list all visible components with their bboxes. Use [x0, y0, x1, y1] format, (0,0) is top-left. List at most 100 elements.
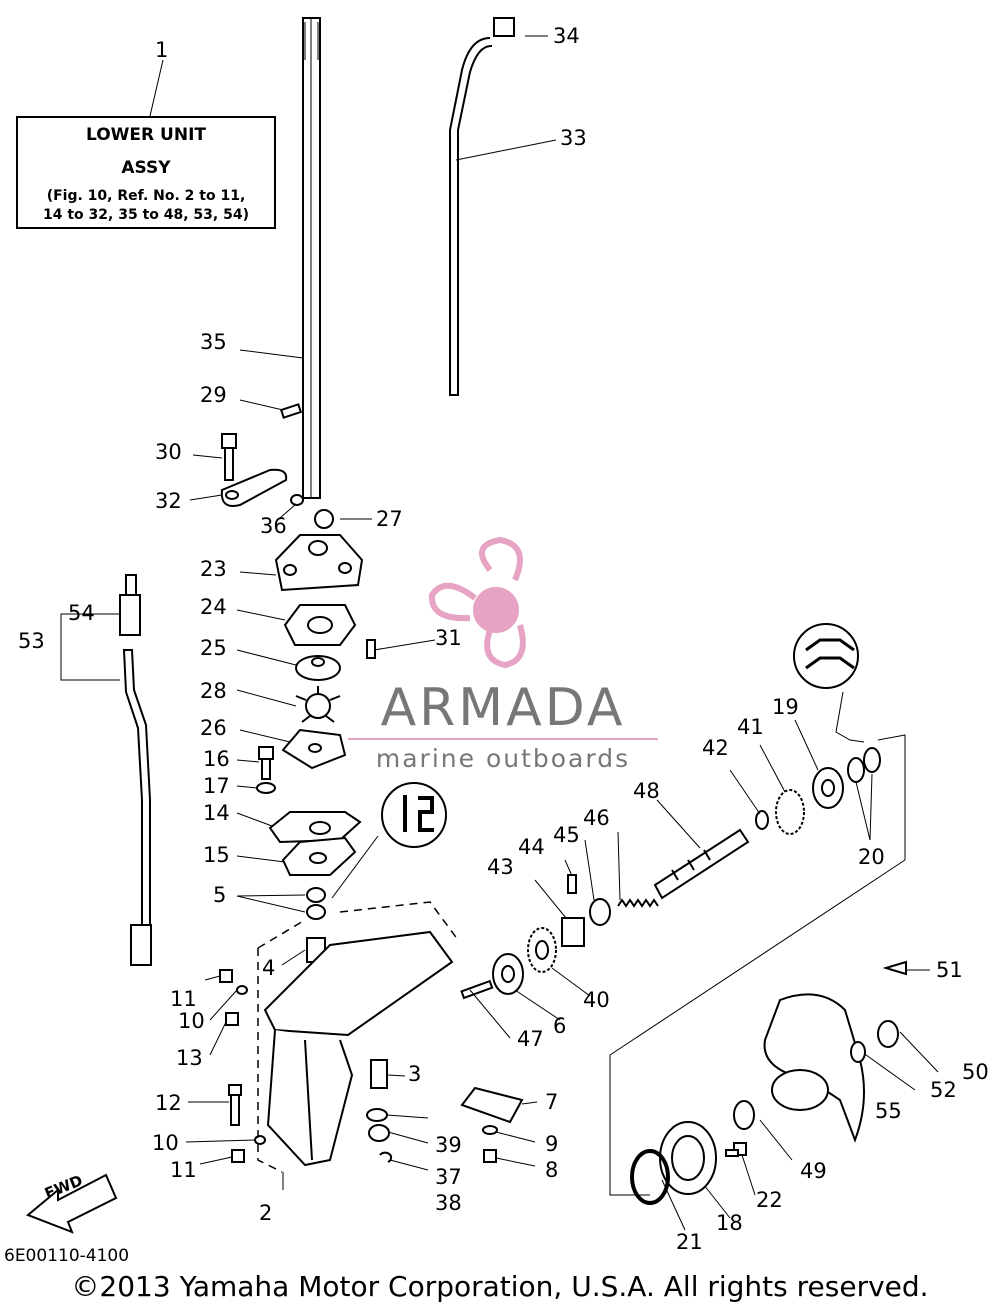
part-label[interactable]: 17	[203, 774, 230, 798]
part-label[interactable]: 24	[200, 595, 227, 619]
pump-case-part-23	[274, 534, 364, 592]
part-label[interactable]: 31	[435, 626, 462, 650]
bolt-part-11	[219, 969, 233, 983]
part-label[interactable]: 21	[676, 1230, 703, 1254]
anode-part-3	[370, 1059, 388, 1089]
pin-part-29	[279, 403, 303, 419]
bearing-part-19	[812, 767, 844, 809]
part-label[interactable]: 27	[376, 507, 403, 531]
snap-ring-part-21	[630, 1149, 670, 1205]
oil-seal-part-5	[306, 887, 326, 903]
pin-part-47	[460, 979, 494, 1000]
part-label[interactable]: 11	[170, 987, 197, 1011]
part-label[interactable]: 39	[435, 1133, 462, 1157]
part-label[interactable]: 54	[68, 601, 95, 625]
part-label[interactable]: 32	[155, 489, 182, 513]
part-label[interactable]: 4	[262, 956, 276, 980]
part-label[interactable]: 49	[800, 1159, 827, 1183]
part-label[interactable]: 44	[518, 835, 545, 859]
part-label[interactable]: 15	[203, 843, 230, 867]
bearing-part-20	[847, 757, 865, 783]
watermark-rule	[348, 738, 658, 740]
part-label[interactable]: 10	[152, 1131, 179, 1155]
part-label[interactable]: 23	[200, 557, 227, 581]
lower-case-part-2	[263, 930, 454, 1167]
part-label[interactable]: 53	[18, 629, 45, 653]
part-label[interactable]: 47	[517, 1027, 544, 1051]
o-ring-part-36	[290, 494, 304, 506]
bearing-part-6	[492, 953, 524, 995]
part-label[interactable]: 43	[487, 855, 514, 879]
part-label[interactable]: 14	[203, 801, 230, 825]
gear-part-40	[527, 927, 557, 973]
part-label[interactable]: 8	[545, 1158, 559, 1182]
part-label[interactable]: 38	[435, 1191, 462, 1215]
washer-part-42	[755, 810, 769, 830]
armada-logo	[428, 536, 526, 669]
part-label[interactable]: 46	[583, 806, 610, 830]
bolt-part-16	[258, 746, 274, 780]
washer-part-52	[850, 1041, 866, 1063]
plate-part-26	[281, 728, 347, 770]
watermark-tagline: marine outboards	[375, 744, 631, 773]
assembly-ref-line2: 14 to 32, 35 to 48, 53, 54)	[43, 207, 249, 223]
part-label[interactable]: 51	[936, 958, 963, 982]
part-label[interactable]: 34	[553, 24, 580, 48]
nut-part-50	[877, 1020, 899, 1048]
bolt-part-22	[725, 1142, 747, 1157]
impeller-part-28	[295, 686, 341, 723]
part-label[interactable]: 30	[155, 440, 182, 464]
pin-part-31	[366, 639, 376, 659]
trim-plate-part-7	[460, 1086, 524, 1124]
part-label[interactable]: 5	[213, 883, 227, 907]
part-label[interactable]: 42	[702, 736, 729, 760]
part-label[interactable]: 6	[553, 1014, 567, 1038]
part-label[interactable]: 25	[200, 636, 227, 660]
part-label[interactable]: 26	[200, 716, 227, 740]
part-label[interactable]: 40	[583, 988, 610, 1012]
watermark: ARMADA marine outboards	[348, 680, 658, 774]
part-label[interactable]: 18	[716, 1211, 743, 1235]
bolt-part-12	[228, 1084, 242, 1126]
grommet-part-34	[493, 17, 515, 37]
part-label[interactable]: 7	[545, 1090, 559, 1114]
part-label[interactable]: 48	[633, 779, 660, 803]
part-label[interactable]: 11	[170, 1158, 197, 1182]
part-label[interactable]: 12	[155, 1091, 182, 1115]
gear-part-41	[775, 789, 805, 835]
gasket-part-24	[283, 604, 357, 646]
part-label[interactable]: 22	[756, 1188, 783, 1212]
part-label[interactable]: 28	[200, 679, 227, 703]
assembly-subtitle: ASSY	[121, 158, 171, 178]
washer-part-17	[256, 782, 276, 794]
part-label[interactable]: 36	[260, 514, 287, 538]
detail-callout-seal	[381, 782, 447, 848]
part-label[interactable]: 10	[178, 1009, 205, 1033]
spring-part-46	[617, 898, 659, 908]
part-label[interactable]: 3	[408, 1062, 422, 1086]
part-label[interactable]: 50	[962, 1060, 989, 1084]
part-label[interactable]: 41	[737, 715, 764, 739]
watermark-brand: ARMADA	[380, 678, 626, 738]
part-label[interactable]: 29	[200, 383, 227, 407]
part-label[interactable]: 16	[203, 747, 230, 771]
lower-unit-assembly-box: LOWER UNIT ASSY (Fig. 10, Ref. No. 2 to …	[16, 116, 276, 229]
part-label[interactable]: 2	[259, 1201, 273, 1225]
assembly-ref-line1: (Fig. 10, Ref. No. 2 to 11,	[46, 188, 246, 204]
part-label[interactable]: 20	[858, 845, 885, 869]
part-label[interactable]: 55	[875, 1099, 902, 1123]
bolt-part-30	[221, 433, 237, 481]
ring-part-45	[589, 898, 611, 926]
assembly-title: LOWER UNIT	[85, 125, 206, 145]
part-label[interactable]: 37	[435, 1165, 462, 1189]
part-label[interactable]: 45	[553, 823, 580, 847]
part-label[interactable]: 35	[200, 330, 227, 354]
part-label[interactable]: 52	[930, 1078, 957, 1102]
collar-part-27	[314, 509, 334, 529]
part-label[interactable]: 33	[560, 126, 587, 150]
clip-part-38	[379, 1151, 393, 1163]
part-label[interactable]: 13	[176, 1046, 203, 1070]
part-label[interactable]: 9	[545, 1132, 559, 1156]
part-label[interactable]: 1	[155, 38, 169, 62]
part-label[interactable]: 19	[772, 695, 799, 719]
